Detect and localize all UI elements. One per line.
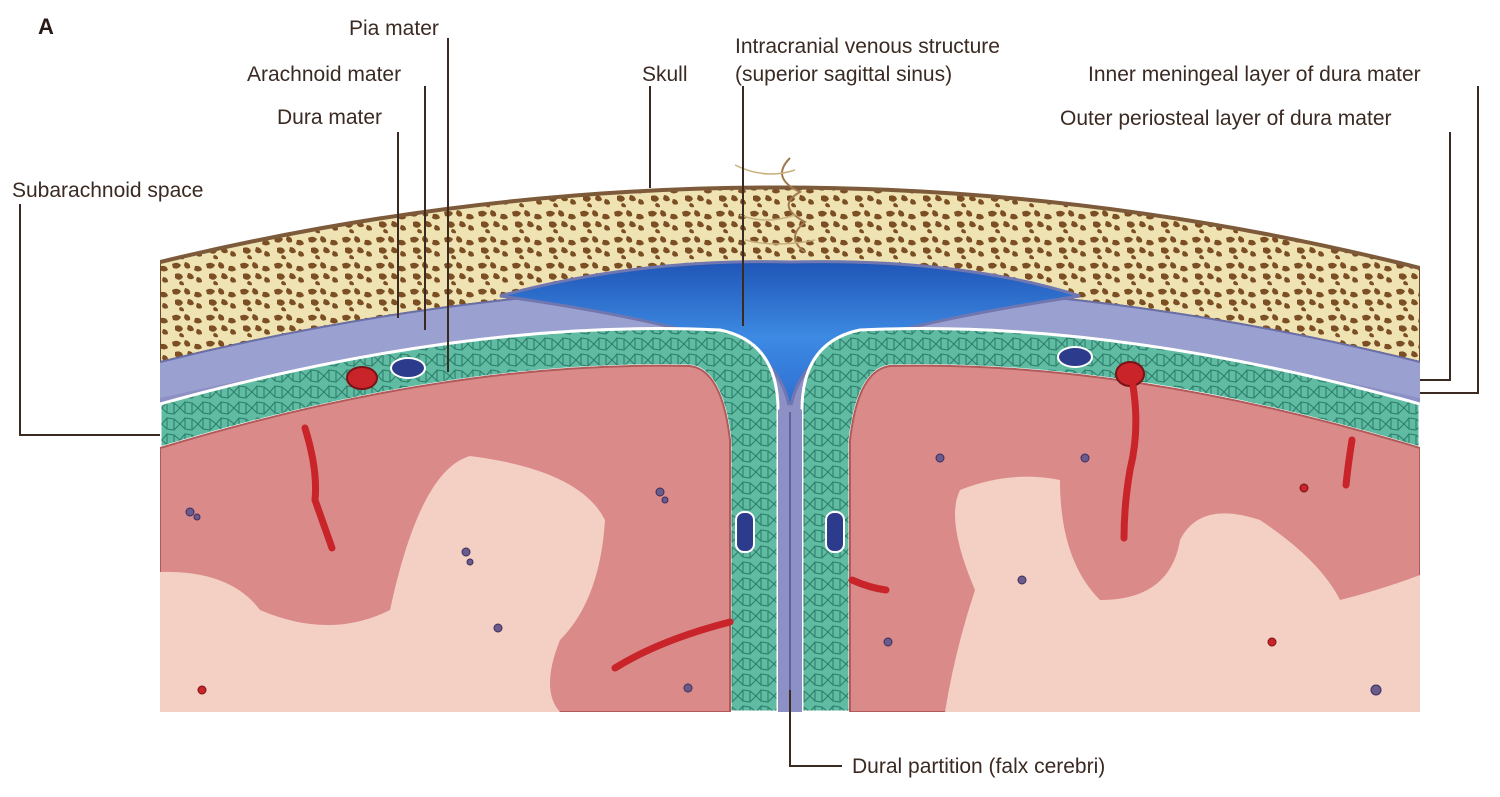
label-subarachnoid-space: Subarachnoid space — [12, 179, 204, 202]
label-superior-sagittal-sinus: (superior sagittal sinus) — [735, 63, 953, 86]
label-outer-periosteal-layer: Outer periosteal layer of dura mater — [1060, 107, 1392, 130]
label-arachnoid-mater: Arachnoid mater — [247, 63, 402, 86]
panel-letter: A — [38, 14, 54, 39]
label-venous-structure: Intracranial venous structure — [735, 35, 1000, 58]
label-pia-mater: Pia mater — [349, 17, 439, 40]
label-skull: Skull — [642, 63, 688, 86]
label-dura-mater: Dura mater — [277, 106, 383, 129]
label-dural-partition: Dural partition (falx cerebri) — [852, 755, 1106, 778]
label-inner-meningeal-layer: Inner meningeal layer of dura mater — [1088, 63, 1421, 86]
